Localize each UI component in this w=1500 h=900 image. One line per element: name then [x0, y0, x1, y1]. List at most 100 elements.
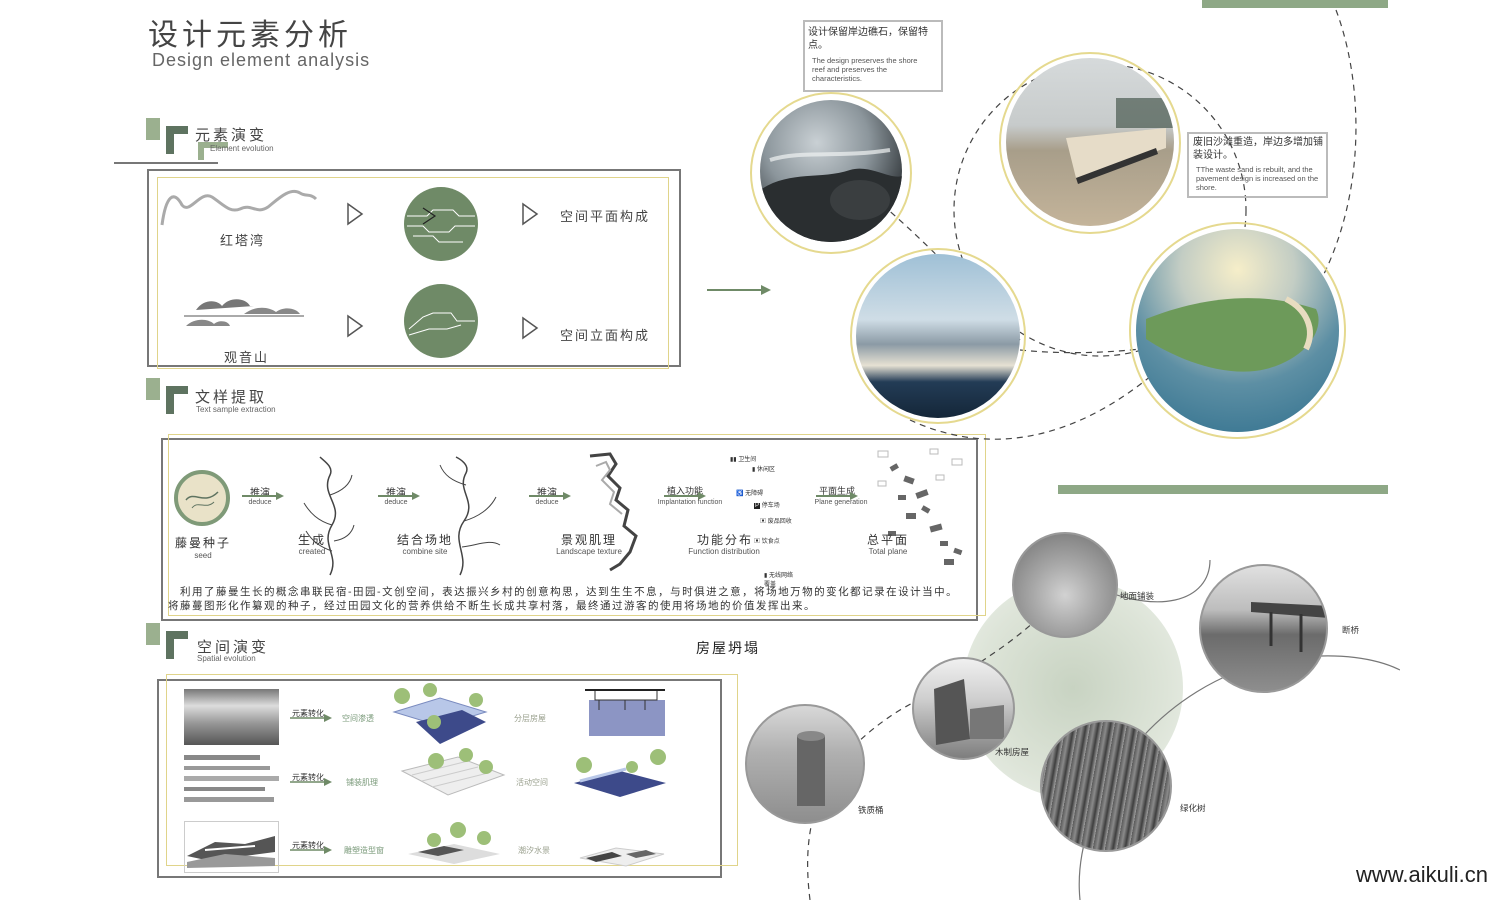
row3-arrow-label: 元素转化	[292, 841, 324, 850]
photo-broken-bridge	[1199, 564, 1328, 693]
extraction-panel-inner	[168, 434, 986, 616]
extraction-description-line2: 将藤蔓图形化作纂观的种子，经过田园文化的营养供给不断生长成共享村落，最终通过游客…	[168, 600, 816, 612]
photo-rusty-bucket	[745, 704, 865, 824]
transform-arrow-icon	[290, 714, 332, 722]
func-label: 饮食点	[761, 539, 780, 545]
photo-ring-reef	[750, 92, 912, 254]
note-box-sand	[1187, 132, 1328, 198]
vine-site-sketch	[439, 456, 501, 576]
restroom-icon: ▮▮	[730, 457, 737, 463]
spatial-model-1	[392, 683, 488, 744]
section-title-evolution: 元素演变	[195, 126, 268, 144]
note-reef-en: The design preserves the shore reef and …	[812, 56, 918, 83]
section-mark-accent	[198, 142, 228, 160]
func-label: 废品回收	[767, 519, 792, 525]
spatial-panel	[157, 679, 722, 878]
photo-ground-pavement	[1012, 532, 1118, 638]
arrow3-label-en: deduce	[535, 499, 559, 506]
spatial-panel-inner	[166, 674, 738, 866]
row1-label-b: 分层房屋	[514, 714, 546, 723]
label-green-tree: 绿化树	[1180, 804, 1206, 814]
section-title-extraction: 文样提取	[195, 388, 268, 406]
section-subtitle-evolution: Element evolution	[210, 144, 274, 153]
row2-result: 空间立面构成	[560, 329, 651, 344]
accent-bar-top	[1202, 0, 1388, 8]
step2-label-en: combine site	[402, 547, 448, 556]
func-label: 无线网络覆盖	[764, 573, 793, 588]
section-subtitle-extraction: Text sample extraction	[196, 405, 276, 414]
photo-aerial-island	[1136, 229, 1339, 432]
arrow2-label: 推演	[386, 488, 406, 499]
wifi-icon: ▮	[764, 573, 768, 579]
func-label: 卫生间	[738, 457, 757, 463]
seed-label: 藤曼种子	[174, 536, 231, 550]
function-map: ▮▮ 卫生间 ▮ 休闲区 ♿ 无障碍 P 停车场 ▣ 废品回收 ▣ 饮食点 ▮ …	[726, 452, 796, 588]
deduce-arrow-icon	[378, 492, 420, 500]
row2-label: 观音山	[224, 351, 270, 366]
step5-label: 总平面	[866, 533, 909, 547]
section-title-spatial: 空间演变	[197, 638, 270, 656]
deduce-arrow-icon	[529, 492, 571, 500]
label-rust-bucket: 铁质桶	[858, 806, 884, 816]
row2-label-b: 活动空间	[516, 778, 548, 787]
step1-label-en: created	[298, 547, 326, 556]
layered-house-section	[585, 689, 665, 736]
row1-label-a: 空间渗透	[342, 714, 374, 723]
label-wood-house: 木制房屋	[995, 748, 1030, 758]
accessible-icon: ♿	[736, 491, 744, 497]
step2-label: 结合场地	[396, 533, 453, 547]
section-mark-spatial	[146, 623, 196, 663]
section-subtitle-spatial: Spatial evolution	[197, 654, 256, 663]
photo-ring-city	[850, 248, 1026, 424]
transform-arrow-icon	[290, 778, 332, 786]
row1-arrow-label: 元素转化	[292, 709, 324, 718]
recycle-icon: ▣	[760, 519, 767, 525]
arrow-triangle-icon	[522, 202, 539, 226]
note-sand-en: TThe waste sand is rebuilt, and the pave…	[1196, 165, 1319, 192]
section-underline	[114, 162, 218, 164]
row2-label-a: 铺装肌理	[346, 778, 378, 787]
spatial-model-3	[408, 822, 500, 864]
note-reef-cn: 设计保留岸边礁石，保留特点。	[808, 27, 928, 51]
label-pavement: 地面铺装	[1120, 592, 1155, 602]
tidal-water-model	[579, 847, 665, 867]
arrow5-label: 平面生成	[818, 487, 855, 497]
elevation-composition-circle	[404, 284, 478, 358]
arrow1-label: 推演	[250, 488, 270, 499]
food-icon: ▣	[754, 539, 761, 545]
leisure-icon: ▮	[752, 467, 756, 473]
plane-composition-circle	[404, 187, 478, 261]
step3-label: 景观肌理	[560, 533, 617, 547]
row3-label-a: 雕塑造型窗	[344, 846, 384, 855]
photo-wood-house	[912, 657, 1015, 760]
transform-arrow-icon	[290, 846, 332, 854]
label-bridge: 断桥	[1342, 626, 1360, 636]
row1-label: 红塔湾	[220, 234, 266, 249]
evolution-panel-inner	[157, 177, 669, 369]
step4-label-en: Function distribution	[688, 547, 760, 556]
step1-label: 生成	[297, 533, 326, 547]
arrow-triangle-icon	[522, 316, 539, 340]
house-collapse-label: 房屋坍塌	[696, 641, 760, 657]
row1-result: 空间平面构成	[560, 210, 651, 225]
photo-ring-aerial	[1129, 222, 1346, 439]
texture-lines-2	[184, 753, 279, 809]
row2-arrow-label: 元素转化	[292, 773, 324, 782]
right-arrow-icon	[707, 285, 771, 295]
arrow5-label-en: Plane generation	[814, 499, 868, 506]
photo-ring-beach	[999, 52, 1181, 234]
row3-label-b: 潮汐水景	[518, 846, 550, 855]
parking-icon: P	[754, 503, 761, 509]
arrow4-label-en: Implantation function	[657, 499, 723, 506]
func-label: 停车场	[761, 503, 780, 509]
accent-bar-mid	[1058, 485, 1388, 494]
section-mark-extraction	[146, 378, 196, 418]
arrow3-label: 推演	[537, 488, 557, 499]
arrow-triangle-icon	[347, 202, 364, 226]
photo-green-trees	[1040, 720, 1172, 852]
seed-label-en: seed	[194, 551, 212, 560]
extraction-panel	[161, 438, 978, 621]
seed-circle	[174, 470, 230, 526]
func-label: 无障碍	[745, 491, 764, 497]
extraction-description-line1: 利用了藤曼生长的概念串联民宿-田园-文创空间，表达振兴乡村的创意构思，达到生生不…	[180, 586, 959, 598]
